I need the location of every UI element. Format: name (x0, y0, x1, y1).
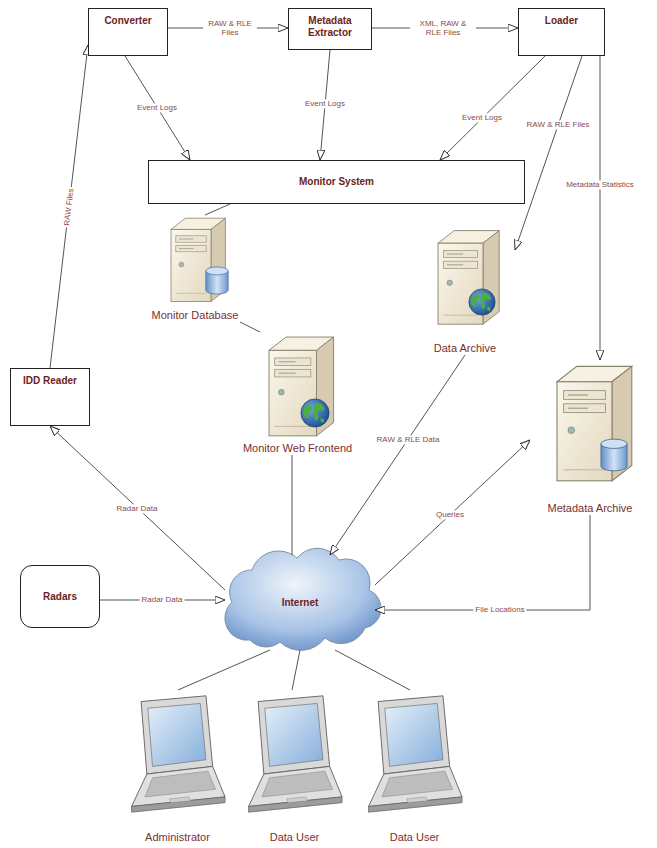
edge-label: Queries (434, 510, 466, 519)
node-label: Radars (43, 591, 77, 603)
server-node: Monitor Web Frontend (235, 332, 360, 455)
laptop-icon (369, 696, 462, 812)
edge-label: XML, RAW & RLE Files (410, 19, 476, 37)
database-icon (601, 439, 627, 471)
connector (240, 322, 260, 332)
server-icon (557, 366, 632, 480)
database-icon (206, 267, 228, 294)
connector (100, 600, 225, 601)
connector (320, 50, 330, 160)
edge-label: File Locations (473, 605, 526, 614)
node-caption: Monitor Database (152, 308, 239, 322)
laptop-icon (132, 696, 225, 812)
connector (375, 440, 530, 585)
laptop-node: Data User (357, 690, 472, 844)
connector (372, 28, 518, 29)
connector (168, 28, 288, 29)
node-label: Metadata Extractor (289, 15, 371, 39)
connector (205, 204, 230, 215)
process-box: Metadata Extractor (288, 8, 372, 50)
source-box: Radars (20, 565, 100, 628)
edge-label: Event Logs (460, 113, 504, 122)
edge-label: Radar Data (115, 504, 160, 513)
connector (292, 650, 300, 690)
server-node: Metadata Archive (530, 360, 650, 515)
laptop-icon (249, 696, 342, 812)
node-label: IDD Reader (23, 375, 77, 387)
server-icon (269, 337, 334, 436)
edge-label: Event Logs (135, 103, 179, 112)
node-label: Monitor System (299, 176, 374, 188)
node-caption: Metadata Archive (548, 501, 633, 515)
connector (50, 45, 88, 368)
server-node: Data Archive (415, 225, 515, 355)
connector (330, 355, 465, 555)
node-caption: Monitor Web Frontend (243, 441, 352, 455)
node-caption: Data User (390, 830, 440, 844)
connector (292, 455, 293, 555)
globe-icon (469, 289, 495, 315)
process-box: Loader (518, 8, 605, 56)
edge-label: RAW & RLE Files (203, 19, 257, 37)
edge-label: Event Logs (303, 99, 347, 108)
internet-cloud (225, 548, 381, 650)
process-box: IDD Reader (10, 368, 90, 426)
node-caption: Administrator (145, 830, 210, 844)
connector (515, 56, 582, 250)
laptop-node: Data User (237, 690, 352, 844)
connector (335, 650, 410, 690)
edge-label: Metadata Statistics (564, 180, 636, 189)
edge-label: RAW Files (62, 185, 76, 227)
edge-label: RAW & RLE Files (525, 120, 592, 129)
node-label: Converter (104, 15, 151, 27)
node-label: Internet (282, 597, 319, 609)
monitor-band: Monitor System (148, 160, 525, 204)
edge-label: Radar Data (140, 595, 185, 604)
connector (440, 56, 545, 160)
node-label: Loader (545, 15, 578, 27)
connector (375, 515, 590, 610)
laptop-node: Administrator (120, 690, 235, 844)
connector (178, 650, 270, 690)
globe-icon (301, 399, 329, 427)
edge-label: RAW & RLE Data (375, 435, 442, 444)
node-caption: Data Archive (434, 341, 496, 355)
connector (600, 56, 601, 360)
connector (125, 56, 190, 160)
node-caption: Data User (270, 830, 320, 844)
internet-cloud-node: Internet (225, 555, 375, 650)
server-icon (438, 231, 499, 325)
server-node: Monitor Database (120, 215, 270, 322)
process-box: Converter (88, 8, 168, 56)
